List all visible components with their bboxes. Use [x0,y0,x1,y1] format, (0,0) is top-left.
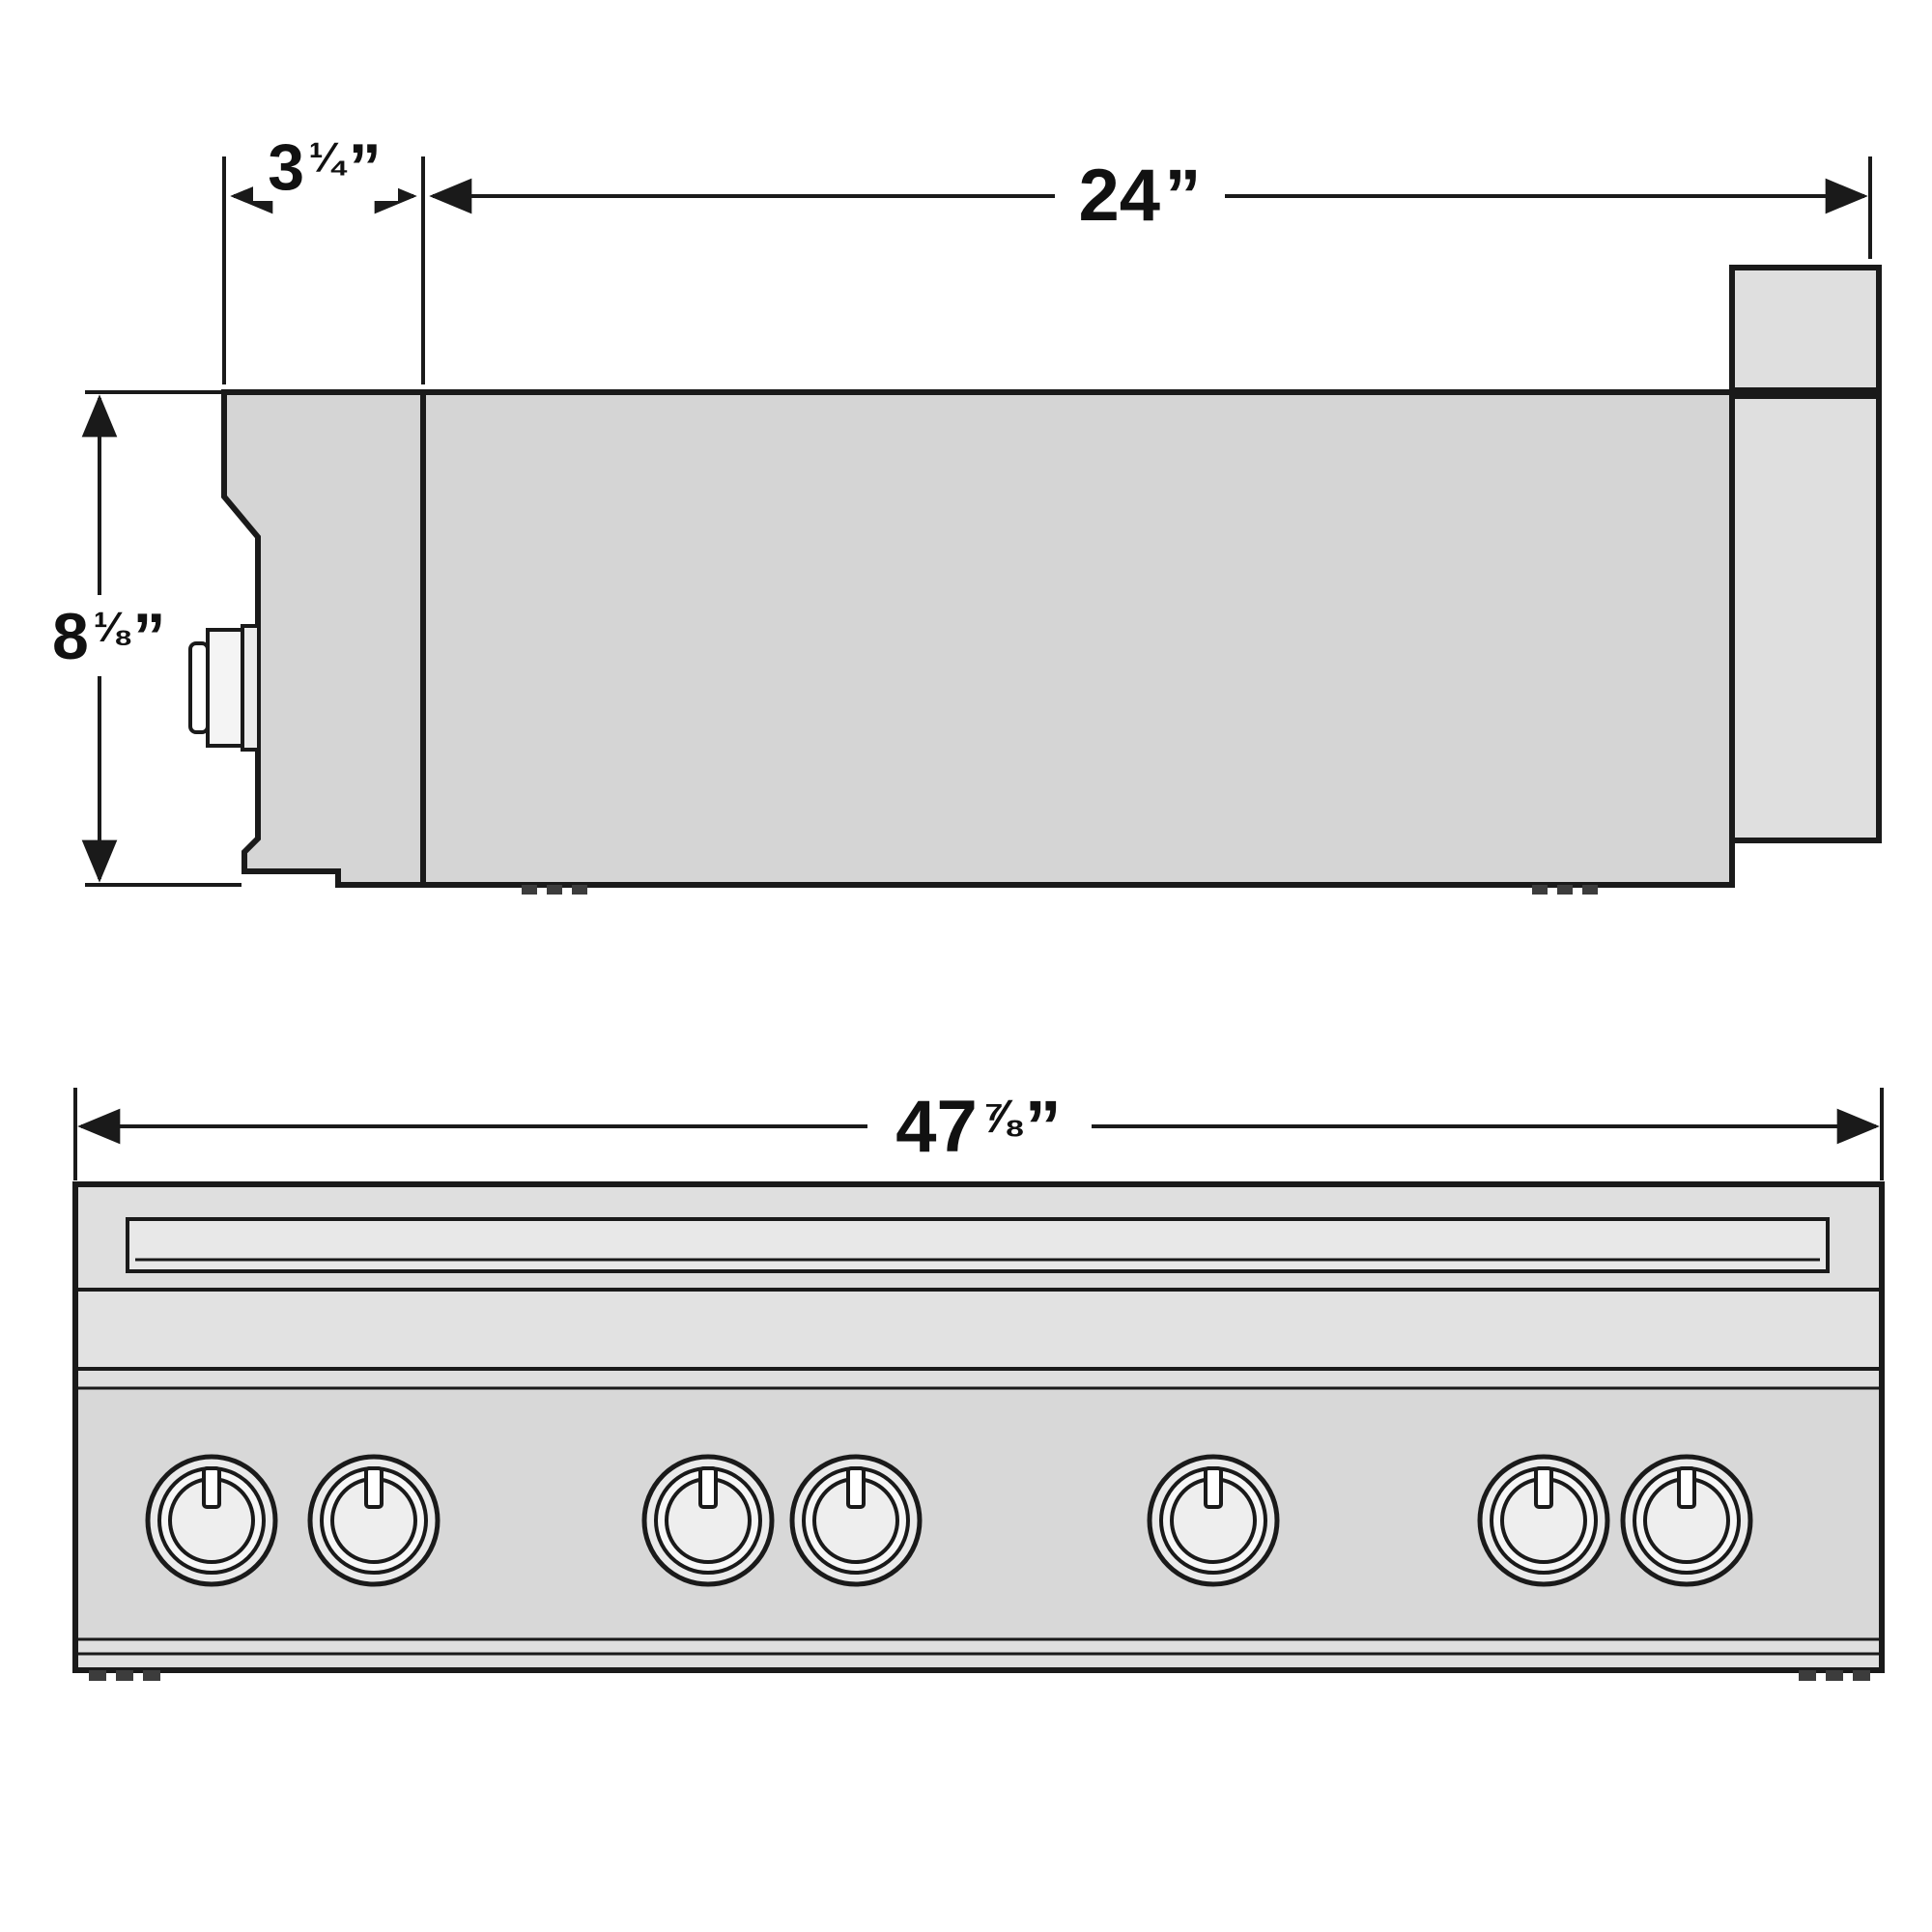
dimension-label-height: 8 ⅛ ” [52,600,165,673]
control-knob [644,1457,772,1584]
label-background [867,1074,1092,1163]
dimension-label-front-offset: 3 ¼ ” [268,130,381,204]
backguard-upper-box [1729,265,1882,393]
backguard-lower-panel [1729,393,1882,843]
dimension-label-depth: 24 ” [1079,155,1202,237]
control-knob [1480,1457,1607,1584]
control-knob [148,1457,275,1584]
front-view-feet [89,1670,1870,1681]
label-background [253,126,398,201]
control-knob [310,1457,438,1584]
dimension-label-width: 47 ⅞ ” [895,1086,1061,1168]
side-knob-body [206,628,244,748]
front-view [72,1181,1885,1681]
side-view-dimensions: 3 ¼ ” 24 ” 8 ⅛ ” [44,126,1872,887]
side-knob [188,624,261,752]
side-knob-collar [241,624,261,752]
control-knob [792,1457,920,1584]
side-knob-cap [188,641,210,734]
front-view-dimensions: 47 ⅞ ” [73,1074,1884,1180]
control-knob [1150,1457,1277,1584]
front-surface-band [78,1290,1879,1369]
label-background [1055,143,1225,232]
side-front-panel [221,389,426,888]
label-background [44,595,166,676]
backsplash-slot [126,1217,1830,1273]
side-view-feet [522,885,1598,895]
control-knob [1623,1457,1750,1584]
side-main-body [420,389,1735,888]
side-view [188,265,1882,895]
